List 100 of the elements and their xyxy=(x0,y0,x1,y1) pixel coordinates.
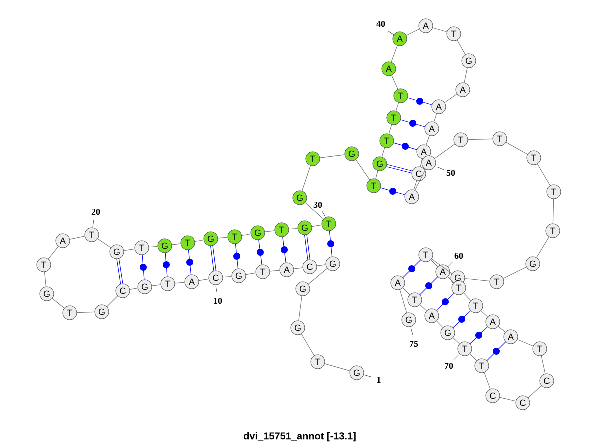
backbone-line xyxy=(400,290,408,314)
backbone-line xyxy=(430,260,438,268)
backbone-line xyxy=(552,198,554,224)
backbone-line xyxy=(480,310,488,318)
position-number: 1 xyxy=(364,374,381,383)
backbone-line xyxy=(406,28,420,36)
backbone-line xyxy=(434,114,438,122)
position-number: 75 xyxy=(410,328,418,347)
backbone-line xyxy=(414,180,418,190)
backbone-line xyxy=(308,268,328,285)
base-pair-bond xyxy=(140,254,147,280)
backbone-line xyxy=(414,169,426,191)
position-number: 40 xyxy=(376,20,394,36)
base-pair-line xyxy=(386,164,412,174)
backbone-line xyxy=(432,258,452,274)
backbone-line xyxy=(376,170,378,180)
base-pair-bond xyxy=(420,276,438,296)
backbone-line xyxy=(506,142,528,155)
backbone-line xyxy=(242,234,252,236)
backbone-line xyxy=(222,276,232,278)
backbone-line xyxy=(294,268,304,270)
backbone-line xyxy=(444,94,458,104)
backbone-line xyxy=(470,354,478,362)
base-pair-bond xyxy=(452,310,472,328)
backbone-line xyxy=(484,372,491,390)
base-pair-bond xyxy=(470,326,488,344)
backbone-line xyxy=(517,339,534,347)
backbone-line xyxy=(152,284,162,286)
backbone-line xyxy=(528,386,542,398)
backbone-line xyxy=(426,136,430,146)
backbone-line xyxy=(324,364,350,372)
backbone-line xyxy=(402,288,410,296)
backbone-line xyxy=(98,238,112,248)
base-pair-line xyxy=(210,246,216,271)
backbone-line xyxy=(148,246,158,248)
caption: dvi_15751_annot [-13.1] xyxy=(244,432,356,442)
base-pair-bond xyxy=(394,142,418,150)
backbone-line xyxy=(420,304,428,312)
backbone-line xyxy=(76,312,96,314)
backbone-line xyxy=(124,248,136,252)
backbone-line xyxy=(464,68,468,84)
backbone-line xyxy=(44,272,47,288)
backbone-line xyxy=(194,240,204,242)
backbone-line xyxy=(500,397,516,402)
backbone-line xyxy=(468,138,494,140)
base-pair-bond xyxy=(402,260,422,278)
backbone-line xyxy=(320,154,346,158)
base-pair-bond xyxy=(328,230,334,258)
position-number: 30 xyxy=(314,202,326,216)
backbone-line xyxy=(48,246,59,260)
backbone-line xyxy=(70,236,86,240)
backbone-line xyxy=(436,320,444,328)
base-pair-bond xyxy=(257,240,264,266)
backbone-line xyxy=(434,144,456,160)
backbone-line xyxy=(420,158,423,168)
backbone-line xyxy=(316,264,326,266)
backbone-line xyxy=(198,278,210,282)
backbone-line xyxy=(288,228,298,230)
backbone-line xyxy=(174,282,186,284)
backbone-line xyxy=(503,266,527,280)
backbone-line xyxy=(391,46,398,62)
position-number: 50 xyxy=(436,166,456,176)
backbone-line xyxy=(130,288,138,290)
backbone-line xyxy=(172,244,182,246)
base-pair-line xyxy=(304,235,310,260)
base-pair-bond xyxy=(486,342,506,362)
backbone-line xyxy=(498,326,506,333)
base-pair-bond xyxy=(281,236,288,264)
base-pair-line xyxy=(116,258,124,284)
backbone-line xyxy=(392,75,398,90)
base-pair-bond xyxy=(400,120,426,128)
backbone-line xyxy=(298,296,302,322)
backbone-line xyxy=(388,124,392,134)
backbone-line xyxy=(448,276,454,284)
backbone-line xyxy=(246,272,256,276)
backbone-line xyxy=(106,296,118,308)
backbone-line xyxy=(536,236,550,258)
backbone-line xyxy=(218,237,228,239)
backbone-line xyxy=(432,28,448,32)
backbone-line xyxy=(464,278,490,282)
backbone-line xyxy=(382,148,386,158)
backbone-line xyxy=(356,160,370,180)
backbone-line xyxy=(52,298,65,309)
backbone-line xyxy=(396,102,400,112)
backbone-line xyxy=(264,230,276,232)
base-pair-bond xyxy=(408,98,432,106)
base-pair-bond xyxy=(436,292,454,312)
position-number: 20 xyxy=(92,208,100,228)
position-number: 10 xyxy=(214,286,222,304)
position-number: 70 xyxy=(445,354,460,370)
base-pair-bond xyxy=(186,250,194,276)
backbone-line xyxy=(302,166,311,192)
base-pair-bond xyxy=(234,244,240,270)
backbone-line xyxy=(452,338,460,344)
backbone-line xyxy=(541,356,546,374)
base-pair-bond xyxy=(163,252,170,278)
position-number: 60 xyxy=(448,252,464,268)
backbone-line xyxy=(464,292,472,302)
backbone-line xyxy=(312,224,322,228)
base-pair-bond xyxy=(380,188,406,196)
